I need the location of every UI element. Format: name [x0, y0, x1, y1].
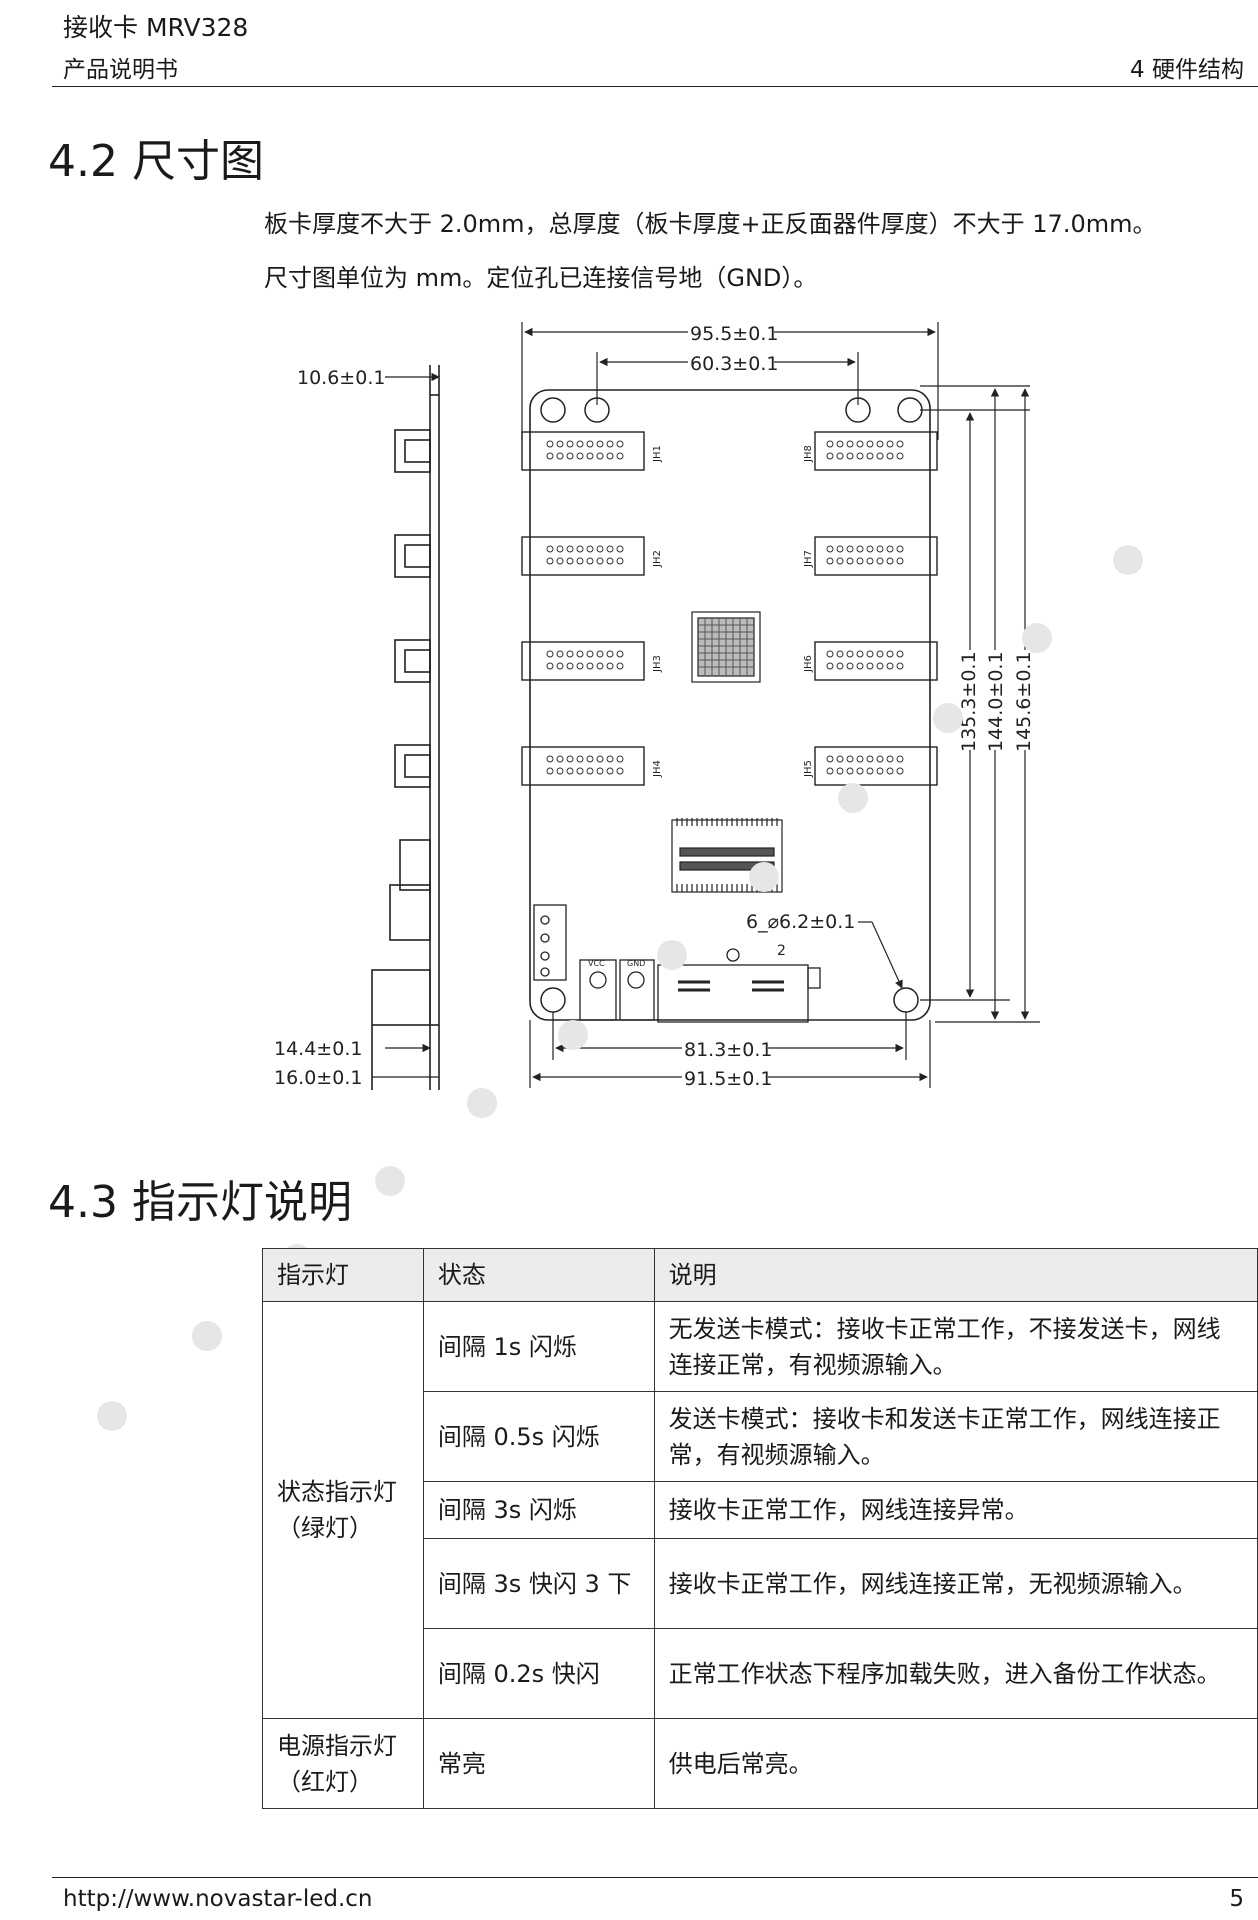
power-header: [533, 904, 567, 981]
state-cell: 间隔 0.2s 快闪: [422, 1628, 655, 1719]
connector-label-jh4: JH4: [652, 760, 663, 778]
dim-label-hole-span-bottom: 81.3±0.1: [684, 1039, 772, 1061]
column-header-description: 说明: [653, 1248, 1258, 1302]
watermark-dot: [97, 1401, 127, 1431]
description-cell: 正常工作状态下程序加载失败，进入备份工作状态。: [653, 1628, 1258, 1719]
ethernet-ports: [657, 948, 821, 1023]
dim-label-height-hole: 135.3±0.1: [958, 651, 980, 752]
state-cell: 间隔 0.5s 闪烁: [422, 1391, 655, 1482]
footer-divider: [52, 1877, 1258, 1878]
watermark-dot: [749, 862, 779, 892]
chapter-label: 4 硬件结构: [1130, 57, 1244, 83]
table-row: 间隔 3s 闪烁 接收卡正常工作，网线连接异常。: [263, 1481, 1258, 1539]
watermark-dot: [558, 1020, 588, 1050]
watermark-dot: [838, 783, 868, 813]
indicator-power-red: 电源指示灯 （红灯）: [262, 1718, 424, 1809]
watermark-dot: [467, 1088, 497, 1118]
thickness-paragraph: 板卡厚度不大于 2.0mm，总厚度（板卡厚度+正反面器件厚度）不大于 17.0m…: [264, 210, 1157, 238]
table-row: 间隔 3s 快闪 3 下 接收卡正常工作，网线连接正常，无视频源输入。: [263, 1538, 1258, 1629]
header-divider: [52, 86, 1258, 87]
right-connector-pins: [826, 440, 904, 775]
side-dimension-lines: [372, 372, 440, 1078]
watermark-dot: [192, 1321, 222, 1351]
dimension-drawing: 10.6±0.1 14.4±0.1 16.0±0.1 95.5±0.1 60.3…: [274, 320, 1040, 1090]
description-cell: 无发送卡模式：接收卡正常工作，不接发送卡，网线连接正常，有视频源输入。: [653, 1301, 1258, 1392]
connector-label-jh1: JH1: [652, 445, 663, 463]
description-cell: 接收卡正常工作，网线连接正常，无视频源输入。: [653, 1538, 1258, 1629]
watermark-dot: [1022, 623, 1052, 653]
terminal-label-vcc: VCC: [588, 959, 605, 968]
connector-label-jh7: JH7: [803, 550, 814, 568]
connector-label-jh8: JH8: [803, 445, 814, 463]
dim-label-height-board: 144.0±0.1: [985, 651, 1007, 752]
footer-url: http://www.novastar-led.cn: [63, 1886, 373, 1912]
connector-label-jh3: JH3: [652, 655, 663, 673]
right-connectors: [814, 431, 938, 786]
column-header-indicator: 指示灯: [262, 1248, 424, 1302]
section-heading-indicators: 4.3 指示灯说明: [48, 1177, 352, 1228]
table-header-row: 指示灯 状态 说明: [262, 1248, 1258, 1302]
terminal-blocks: [579, 959, 655, 1021]
board-outline: [529, 389, 931, 1021]
mounting-holes: [540, 397, 923, 1013]
column-header-state: 状态: [422, 1248, 655, 1302]
document-title: 接收卡 MRV328: [63, 13, 249, 42]
indicator-status-green: 状态指示灯 （绿灯）: [262, 1301, 424, 1719]
document-subtitle: 产品说明书: [63, 57, 178, 83]
connector-label-jh6: JH6: [803, 655, 814, 673]
dim-label-hole-span-top: 60.3±0.1: [690, 353, 778, 375]
dim-label-side-mid: 14.4±0.1: [274, 1038, 362, 1060]
flat-connector: [671, 818, 783, 893]
dim-label-height-total: 145.6±0.1: [1013, 651, 1035, 752]
watermark-dot: [375, 1166, 405, 1196]
left-connectors: [521, 431, 645, 786]
main-chip: [691, 611, 761, 683]
table-row: 间隔 0.5s 闪烁 发送卡模式：接收卡和发送卡正常工作，网线连接正常，有视频源…: [263, 1391, 1258, 1482]
dim-label-side-bottom: 16.0±0.1: [274, 1067, 362, 1089]
indicator-table: 指示灯 状态 说明 状态指示灯 （绿灯） 间隔 1s 闪烁 无发送卡模式：接收卡…: [262, 1248, 1258, 1809]
description-cell: 接收卡正常工作，网线连接异常。: [653, 1481, 1258, 1539]
hole-note: 6_⌀6.2±0.1: [746, 911, 855, 933]
dim-label-width-bottom: 91.5±0.1: [684, 1068, 772, 1090]
terminal-label-gnd: GND: [627, 959, 645, 968]
state-cell: 间隔 1s 闪烁: [422, 1301, 655, 1392]
state-cell: 间隔 3s 闪烁: [422, 1481, 655, 1539]
watermark-dot: [657, 940, 687, 970]
table-row: 状态指示灯 （绿灯） 间隔 1s 闪烁 无发送卡模式：接收卡正常工作，不接发送卡…: [262, 1301, 1258, 1719]
section-heading-dimensions: 4.2 尺寸图: [48, 136, 264, 187]
side-view: [371, 365, 440, 1090]
port-label-2: 2: [777, 943, 786, 959]
page-number: 5: [1229, 1886, 1244, 1912]
table-row: 间隔 0.2s 快闪 正常工作状态下程序加载失败，进入备份工作状态。: [263, 1628, 1258, 1719]
connector-label-jh5: JH5: [803, 760, 814, 778]
state-cell: 间隔 3s 快闪 3 下: [422, 1538, 655, 1629]
dim-label-width-total: 95.5±0.1: [690, 323, 778, 345]
description-cell: 供电后常亮。: [653, 1718, 1258, 1809]
state-cell: 常亮: [422, 1718, 655, 1809]
description-cell: 发送卡模式：接收卡和发送卡正常工作，网线连接正常，有视频源输入。: [653, 1391, 1258, 1482]
left-connector-pins: [546, 440, 624, 775]
unit-paragraph: 尺寸图单位为 mm。定位孔已连接信号地（GND）。: [264, 264, 818, 292]
dim-label-side-top: 10.6±0.1: [297, 367, 385, 389]
table-row: 电源指示灯 （红灯） 常亮 供电后常亮。: [262, 1718, 1258, 1809]
watermark-dot: [1113, 545, 1143, 575]
connector-label-jh2: JH2: [652, 550, 663, 568]
watermark-dot: [933, 703, 963, 733]
